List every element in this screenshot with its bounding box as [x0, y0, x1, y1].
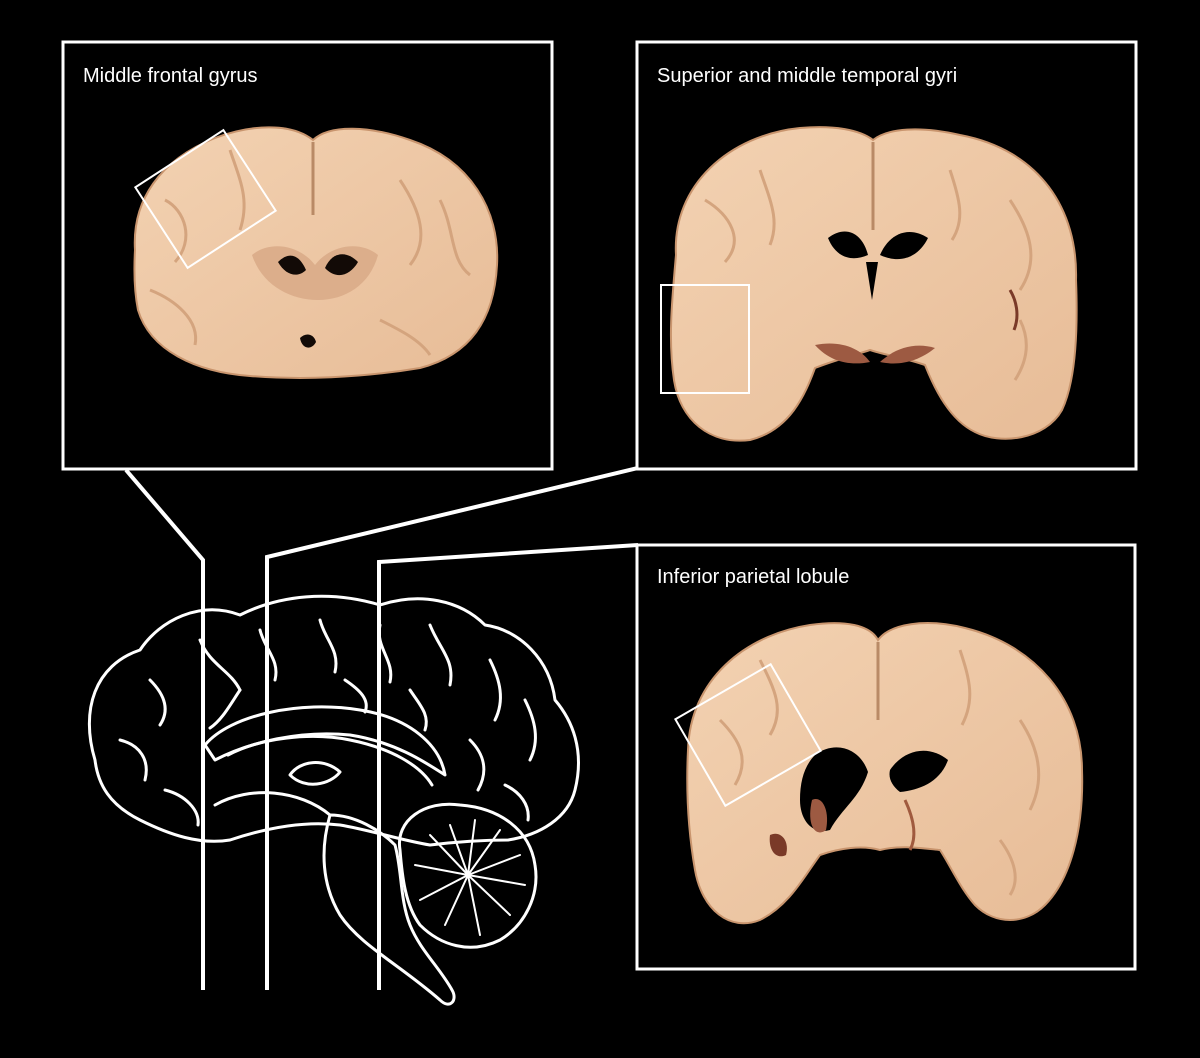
connector-lines	[124, 466, 639, 990]
panel-label-superior-and-middle-temporal-gyri: Superior and middle temporal gyri	[657, 65, 958, 87]
connector-line-temporal	[265, 466, 639, 990]
region-highlight-box	[674, 662, 822, 808]
panel-superior-and-middle-temporal-gyri	[635, 40, 1138, 471]
brain-slice-photo	[669, 126, 1078, 442]
connector-line-parietal	[377, 543, 639, 990]
brain-slice-photo	[133, 126, 499, 379]
cerebrum-outline	[87, 594, 580, 847]
connector-line-frontal	[124, 468, 205, 990]
panel-label-inferior-parietal-lobule: Inferior parietal lobule	[657, 566, 850, 588]
sagittal-brain-illustration	[87, 594, 580, 1006]
brainstem	[322, 813, 456, 1006]
brain-slice-photo	[686, 622, 1084, 925]
panel-middle-frontal-gyrus	[61, 40, 554, 471]
panel-inferior-parietal-lobule	[635, 543, 1137, 971]
cerebellum-folia	[414, 819, 526, 936]
region-highlight-box	[133, 128, 278, 270]
region-highlight-box	[660, 284, 750, 394]
cortical-sulci	[118, 618, 537, 827]
corpus-callosum-inner	[226, 735, 434, 787]
temporal-lobe-edge	[213, 791, 332, 817]
thalamus	[288, 761, 342, 786]
panel-label-middle-frontal-gyrus: Middle frontal gyrus	[83, 65, 258, 87]
cerebellum-outline	[397, 802, 538, 949]
